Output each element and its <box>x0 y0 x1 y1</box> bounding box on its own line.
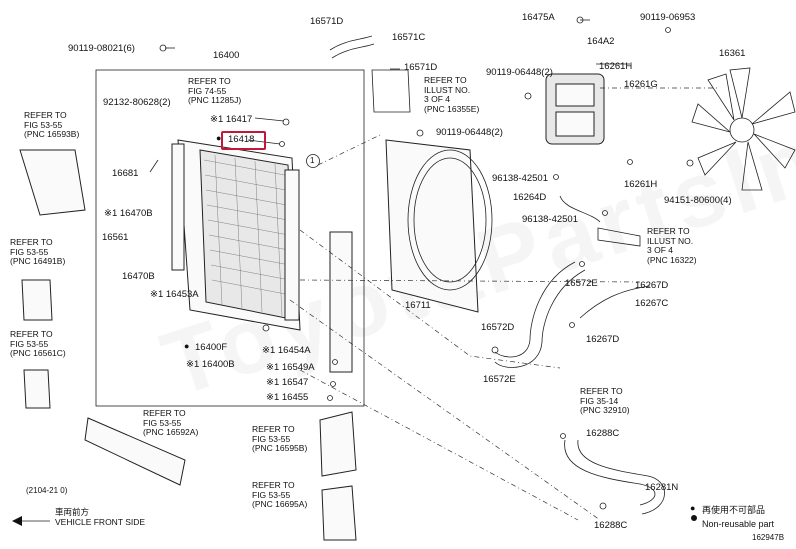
label-164a2[interactable]: 164A2 <box>587 36 615 47</box>
label-16454a[interactable]: ※1 16454A <box>262 345 311 356</box>
radiator-core <box>171 139 301 331</box>
label-16571d-2[interactable]: 16571D <box>404 62 438 73</box>
refer-fig-74-55[interactable]: REFER TO FIG 74-55 (PNC 11285J) <box>188 76 242 105</box>
front-jp: 車両前方 <box>55 507 90 517</box>
nonreusable-marker-16400f: ● <box>184 341 190 351</box>
label-16261h[interactable]: 16261H <box>599 61 633 72</box>
label-16400[interactable]: 16400 <box>213 50 240 61</box>
label-16572e-b[interactable]: 16572E <box>483 374 516 385</box>
upper-hose <box>329 35 375 59</box>
callout-number: 1 <box>310 156 315 165</box>
refer-illust-3of4-b[interactable]: REFER TO ILLUST NO. 3 OF 4 (PNC 16322) <box>647 226 697 265</box>
label-90119-08021[interactable]: 90119-08021(6) <box>68 43 135 54</box>
label-16561[interactable]: 16561 <box>102 232 129 243</box>
front-arrow <box>12 516 50 526</box>
label-16261g[interactable]: 16261G <box>624 79 658 90</box>
legend-dot-jp: ● <box>690 503 696 513</box>
refer-fig-53-55-a[interactable]: REFER TO FIG 53-55 (PNC 16593B) <box>24 110 80 139</box>
label-16267d-b[interactable]: 16267D <box>586 334 620 345</box>
label-16400f[interactable]: 16400F <box>195 342 228 353</box>
dash-lines <box>289 87 720 521</box>
coupling-assembly <box>545 73 605 145</box>
refer-fig-53-55-b[interactable]: REFER TO FIG 53-55 (PNC 16491B) <box>10 237 66 266</box>
label-16261h-b[interactable]: 16261H <box>624 179 658 190</box>
legend-dot <box>691 515 697 521</box>
date-code: (2104-21 0) <box>26 486 68 495</box>
label-16711[interactable]: 16711 <box>405 300 431 311</box>
bottom-brackets <box>319 231 357 541</box>
cooling-fan <box>691 67 796 191</box>
fan-shroud <box>385 139 493 313</box>
label-94151[interactable]: 94151-80600(4) <box>664 195 732 206</box>
lower-hose-1b <box>494 269 586 368</box>
refer-fig-53-55-f[interactable]: REFER TO FIG 53-55 (PNC 16695A) <box>252 480 308 509</box>
front-en: VEHICLE FRONT SIDE <box>55 517 146 527</box>
label-16572e[interactable]: 16572E <box>565 278 598 289</box>
label-16361[interactable]: 16361 <box>719 48 746 59</box>
refer-illust-3of4-a[interactable]: REFER TO ILLUST NO. 3 OF 4 (PNC 16355E) <box>424 75 480 114</box>
label-16264d[interactable]: 16264D <box>513 192 547 203</box>
label-96138-b[interactable]: 96138-42501 <box>522 214 578 225</box>
label-16547[interactable]: ※1 16547 <box>266 377 309 388</box>
label-16571d[interactable]: 16571D <box>310 16 344 27</box>
label-16572d[interactable]: 16572D <box>481 322 515 333</box>
label-16400b[interactable]: ※1 16400B <box>186 359 235 370</box>
label-90119-06448-a[interactable]: 90119-06448(2) <box>486 67 553 78</box>
label-16281n[interactable]: 16281N <box>645 482 679 493</box>
refer-fig-35-14[interactable]: REFER TO FIG 35-14 (PNC 32910) <box>580 386 630 415</box>
pipe-right <box>597 227 641 247</box>
label-16267c[interactable]: 16267C <box>635 298 669 309</box>
refer-fig-53-55-d[interactable]: REFER TO FIG 53-55 (PNC 16592A) <box>143 408 199 437</box>
label-90119-06448-b[interactable]: 90119-06448(2) <box>436 127 503 138</box>
lower-hose-1 <box>494 261 576 358</box>
nonreusable-marker-16418: ● <box>216 133 222 143</box>
label-16455[interactable]: ※1 16455 <box>266 392 309 403</box>
label-16470b-b[interactable]: 16470B <box>122 271 155 282</box>
label-16288c-b[interactable]: 16288C <box>594 520 628 531</box>
label-16681[interactable]: 16681 <box>112 168 139 179</box>
inlet-pipe <box>371 69 411 113</box>
left-brackets <box>19 149 186 486</box>
lower-hose-2 <box>564 439 656 506</box>
label-16418[interactable]: 16418 <box>228 134 255 145</box>
label-16475a[interactable]: 16475A <box>522 12 555 23</box>
label-16571c[interactable]: 16571C <box>392 32 426 43</box>
nonreuse-jp: 再使用不可部品 <box>702 505 766 515</box>
bypass-hose <box>559 195 601 223</box>
refer-fig-53-55-c[interactable]: REFER TO FIG 53-55 (PNC 16561C) <box>10 329 66 358</box>
highlight-16418 <box>221 131 266 150</box>
label-16470b-a[interactable]: ※1 16470B <box>104 208 153 219</box>
label-16453a[interactable]: ※1 16453A <box>150 289 199 300</box>
nonreuse-en: Non-reusable part <box>702 519 775 529</box>
assembly-box <box>95 69 365 407</box>
label-16267d[interactable]: 16267D <box>635 280 669 291</box>
refer-fig-53-55-e[interactable]: REFER TO FIG 53-55 (PNC 16595B) <box>252 424 308 453</box>
label-16549a[interactable]: ※1 16549A <box>266 362 315 373</box>
lower-hose-2b <box>577 439 665 515</box>
label-16417[interactable]: ※1 16417 <box>210 114 253 125</box>
label-96138-a[interactable]: 96138-42501 <box>492 173 548 184</box>
callout-circle <box>306 154 320 168</box>
diagram-id: 162947B <box>752 533 785 542</box>
pipe-right-2 <box>579 285 651 319</box>
label-92132[interactable]: 92132-80628(2) <box>103 97 171 108</box>
label-90119-06953[interactable]: 90119-06953 <box>640 12 696 23</box>
label-16288c[interactable]: 16288C <box>586 428 620 439</box>
